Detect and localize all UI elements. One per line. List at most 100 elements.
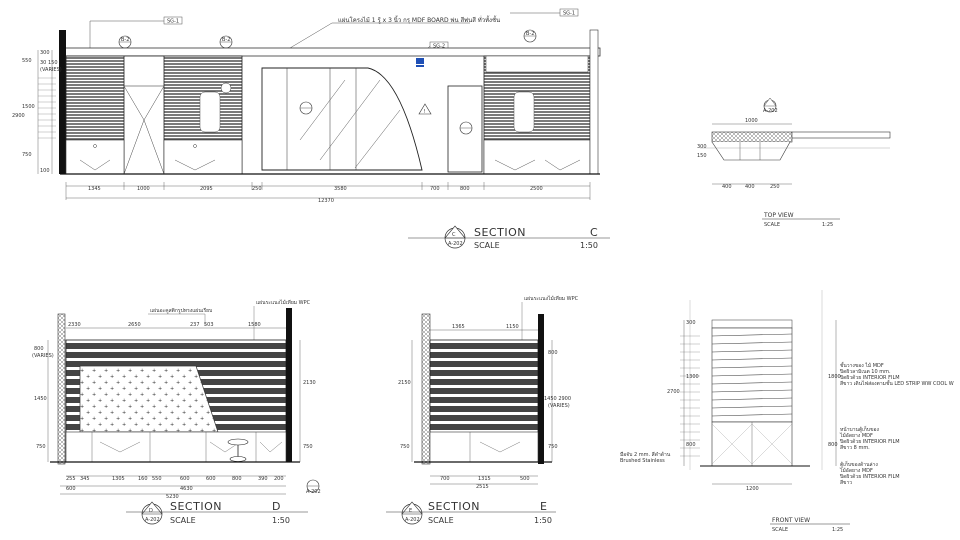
svg-text:4630: 4630	[180, 486, 193, 492]
svg-text:E: E	[409, 508, 412, 514]
svg-text:800: 800	[232, 476, 242, 482]
svg-text:800: 800	[828, 442, 838, 448]
svg-text:600: 600	[180, 476, 190, 482]
svg-text:750: 750	[36, 444, 46, 450]
svg-text:1150: 1150	[506, 324, 519, 330]
tag-sg1-left: SG-1	[89, 16, 183, 55]
svg-text:250: 250	[252, 186, 262, 192]
svg-text:500: 500	[520, 476, 530, 482]
svg-text:หน้าบานตู้เก็บของ: หน้าบานตู้เก็บของ	[840, 425, 879, 433]
section-d-right-dims: 2130 750	[299, 340, 316, 462]
section-e-elevation: แผ่นระแนงไม้เทียม WPC 1365 1150 2150 750…	[386, 295, 579, 525]
svg-text:750: 750	[548, 444, 558, 450]
svg-text:550: 550	[152, 476, 162, 482]
top-view-title: TOP VIEW	[763, 212, 794, 219]
svg-text:SCALE: SCALE	[474, 241, 500, 250]
svg-text:ปิดผิวด้วย INTERIOR FILM: ปิดผิวด้วย INTERIOR FILM	[840, 438, 900, 445]
svg-text:ตู้เก็บของด้านล่าง: ตู้เก็บของด้านล่าง	[840, 460, 878, 468]
callout-a202-1	[220, 82, 232, 94]
svg-text:D: D	[149, 508, 153, 514]
svg-text:B-2: B-2	[222, 37, 230, 43]
svg-text:550: 550	[22, 58, 32, 64]
svg-text:1450: 1450	[34, 396, 47, 402]
svg-text:สีขาว เดินไฟส่องตามชั้น LED ST: สีขาว เดินไฟส่องตามชั้น LED STRIP WW COO…	[840, 378, 954, 387]
svg-text:30 150: 30 150	[40, 60, 58, 66]
svg-text:(VARIES): (VARIES)	[40, 67, 62, 73]
callout-b2-mid: B-2	[219, 35, 233, 49]
svg-text:A-202: A-202	[145, 517, 160, 523]
svg-text:E: E	[540, 500, 547, 513]
svg-text:1200: 1200	[746, 486, 759, 492]
svg-text:1315: 1315	[478, 476, 491, 482]
svg-text:SG-1: SG-1	[563, 11, 575, 17]
svg-text:(VARIES): (VARIES)	[32, 353, 54, 359]
svg-text:100: 100	[40, 168, 50, 174]
section-e-right-dims: 800 1450 2900 (VARIES) 750	[544, 340, 571, 462]
svg-text:1:50: 1:50	[580, 241, 598, 250]
svg-text:3580: 3580	[334, 186, 347, 192]
svg-text:!: !	[424, 109, 426, 115]
svg-text:2130: 2130	[303, 380, 316, 386]
svg-text:2095: 2095	[200, 186, 213, 192]
svg-text:1:25: 1:25	[832, 527, 843, 533]
section-c-left-dims: 300 550 30 150 (VARIES) 1500 2900 750 10…	[12, 50, 62, 174]
svg-text:12370: 12370	[318, 198, 334, 204]
svg-text:160: 160	[138, 476, 148, 482]
section-d-bottom-dims: 255 345 1305 160 550 600 600 800 390 200…	[60, 475, 286, 500]
svg-text:1300: 1300	[686, 374, 699, 380]
svg-text:SCALE: SCALE	[170, 516, 196, 525]
svg-text:ปิดผิวด้วย INTERIOR FILM: ปิดผิวด้วย INTERIOR FILM	[840, 473, 900, 480]
svg-text:B-2: B-2	[526, 31, 534, 37]
front-view-note-left2: Brushed Stainless	[620, 458, 665, 464]
svg-text:SCALE: SCALE	[428, 516, 454, 525]
svg-text:SG-1: SG-1	[167, 19, 179, 25]
svg-text:237: 237	[190, 322, 200, 328]
svg-text:1:25: 1:25	[822, 222, 833, 228]
svg-text:2150: 2150	[398, 380, 411, 386]
svg-text:150: 150	[697, 153, 707, 159]
front-view-notes: ชั้นวางของ ไม้ MDF ปิดผิวลามิเนต 10 mm. …	[839, 360, 954, 486]
svg-text:1:50: 1:50	[272, 516, 290, 525]
section-d-title: D A-202 SECTION D SCALE 1:50	[126, 500, 308, 525]
front-view-title: FRONT VIEW	[772, 517, 810, 524]
svg-text:SECTION: SECTION	[428, 500, 480, 513]
section-d-top-dims: 2330 2650 237 503 1580	[66, 322, 286, 329]
section-e-note: แผ่นระแนงไม้เทียม WPC	[524, 295, 579, 302]
section-d-left-dims: 800 (VARIES) 1450 750	[32, 340, 54, 462]
svg-text:สีขาว 8 mm.: สีขาว 8 mm.	[840, 444, 870, 451]
svg-text:ปิดผิวลามิเนต 10 mm.: ปิดผิวลามิเนต 10 mm.	[840, 368, 891, 375]
section-d-callout: A-202	[306, 479, 321, 495]
svg-text:250: 250	[770, 184, 780, 190]
svg-text:1450 2900: 1450 2900	[544, 396, 571, 402]
svg-text:5230: 5230	[166, 494, 179, 500]
svg-text:700: 700	[430, 186, 440, 192]
svg-text:(VARIES): (VARIES)	[548, 403, 570, 409]
section-c-top-note: แผ่นโครงไม้ 1 รู้ x 3 นิ้ว กรุ MDF BOARD…	[338, 14, 500, 24]
svg-text:C: C	[590, 226, 598, 239]
section-e-top-dims: 1365 1150	[430, 324, 538, 331]
svg-text:800: 800	[460, 186, 470, 192]
svg-text:600: 600	[206, 476, 216, 482]
svg-text:345: 345	[80, 476, 90, 482]
svg-text:1500: 1500	[22, 104, 35, 110]
svg-text:200: 200	[274, 476, 284, 482]
front-view-right-dims: 1800 800	[828, 320, 841, 466]
svg-text:SCALE: SCALE	[764, 222, 780, 228]
svg-text:300: 300	[40, 50, 50, 56]
svg-text:2900: 2900	[12, 113, 25, 119]
section-c-title: C A-202 SECTION C SCALE 1:50	[408, 225, 610, 250]
svg-text:1365: 1365	[452, 324, 465, 330]
section-c-bottom-dims: 1345 1000 2095 250 3580 700 800 2500 123…	[65, 182, 591, 204]
svg-text:SECTION: SECTION	[170, 500, 222, 513]
svg-text:2330: 2330	[68, 322, 81, 328]
front-view-shelves	[711, 327, 793, 423]
callout-b2-right: B-2	[523, 29, 537, 43]
section-d-note-right: แผ่นระแนงไม้เทียม WPC	[256, 299, 311, 306]
top-view: A-202 1000 300 150 400 400 250 TOP VIEW …	[697, 97, 891, 228]
section-e-title: E A-202 SECTION E SCALE 1:50	[386, 500, 556, 525]
svg-text:400: 400	[722, 184, 732, 190]
svg-text:300: 300	[686, 320, 696, 326]
svg-text:2515: 2515	[476, 484, 489, 490]
svg-text:1:50: 1:50	[534, 516, 552, 525]
svg-text:A-202: A-202	[763, 108, 778, 114]
